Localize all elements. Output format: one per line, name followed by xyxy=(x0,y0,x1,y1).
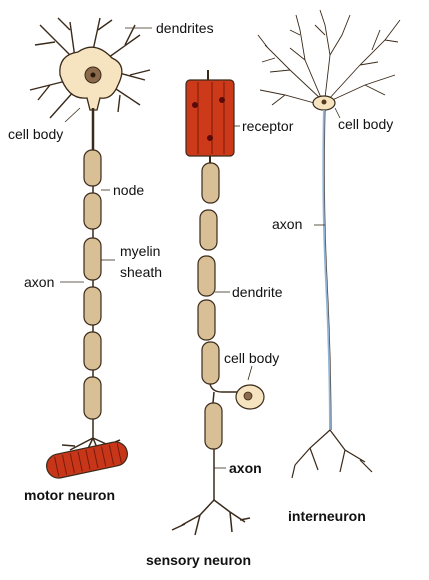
sensory-axon-terminals xyxy=(171,499,251,536)
muscle-fiber xyxy=(46,441,128,479)
label-axon-sensory: axon xyxy=(229,460,262,476)
sensory-neuron xyxy=(171,70,265,536)
sensory-myelin-segments xyxy=(197,162,223,450)
interneuron xyxy=(257,9,401,479)
label-receptor: receptor xyxy=(242,118,294,134)
motor-neuron xyxy=(29,17,151,479)
inter-axon-terminals xyxy=(291,429,373,479)
receptor xyxy=(185,79,235,157)
label-cell-body-sensory: cell body xyxy=(224,350,280,366)
inter-axon xyxy=(322,109,331,431)
label-dendrites: dendrites xyxy=(156,20,214,36)
inter-dendrites xyxy=(257,9,401,106)
label-axon-inter: axon xyxy=(272,216,303,232)
label-dendrite-sensory: dendrite xyxy=(232,284,283,300)
leader-lines xyxy=(60,27,341,469)
title-interneuron: interneuron xyxy=(288,508,366,524)
label-axon-motor: axon xyxy=(24,274,55,290)
title-motor-neuron: motor neuron xyxy=(24,487,115,503)
sensory-cell-body xyxy=(235,384,265,410)
motor-dendrites xyxy=(29,17,151,119)
label-cell-body-motor: cell body xyxy=(8,126,64,142)
title-sensory-neuron: sensory neuron xyxy=(146,552,252,568)
label-node: node xyxy=(113,182,145,198)
label-cell-body-inter: cell body xyxy=(338,116,394,132)
label-myelin-line1: myelin xyxy=(120,243,161,259)
label-myelin-line2: sheath xyxy=(120,264,163,280)
